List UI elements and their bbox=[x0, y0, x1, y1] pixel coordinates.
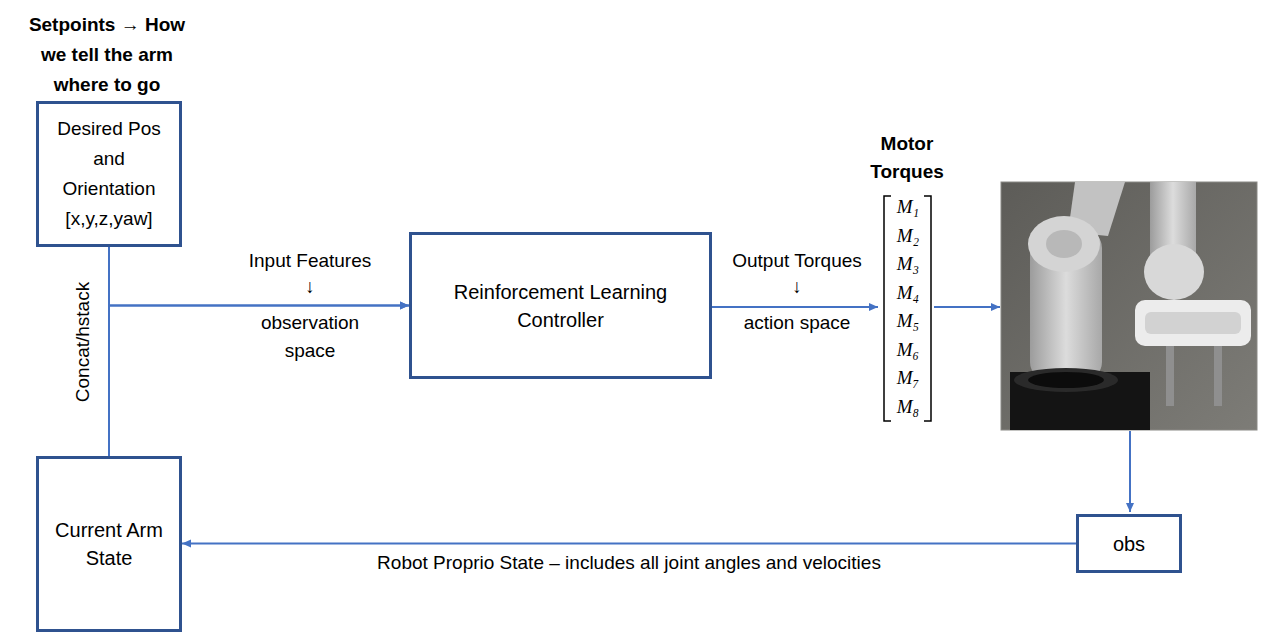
flow-connector bbox=[109, 247, 409, 306]
box-heading: Setpoints → How we tell the arm where to… bbox=[21, 10, 193, 100]
box-text: Current Arm State bbox=[47, 516, 171, 572]
flow-connector bbox=[109, 306, 409, 457]
connector-label: Robot Proprio State – includes all joint… bbox=[375, 549, 883, 577]
merge-label: Concat/hstack bbox=[69, 257, 97, 427]
box-label: obs bbox=[1113, 530, 1145, 558]
down-arrow-symbol: ↓ bbox=[782, 273, 812, 301]
torque-symbol: M₈ bbox=[890, 394, 926, 420]
flow-connector bbox=[182, 543, 1076, 545]
box-text: Desired Pos and Orientation [x,y,z,yaw] bbox=[47, 114, 171, 234]
sensor-arrow bbox=[1129, 431, 1131, 512]
box-label: Current Arm State bbox=[47, 516, 171, 572]
down-arrow-symbol: ↓ bbox=[295, 273, 325, 301]
matrix-bracket bbox=[884, 196, 891, 421]
space-label: observation space bbox=[245, 309, 375, 365]
robot-illustration bbox=[1001, 182, 1257, 430]
box-text: Reinforcement Learning Controller bbox=[420, 278, 701, 334]
controller-box: Reinforcement Learning Controller bbox=[409, 232, 712, 379]
input-label: Input Features bbox=[225, 247, 395, 275]
box-label: Reinforcement Learning Controller bbox=[420, 278, 701, 334]
torque-symbol: M₅ bbox=[890, 308, 926, 334]
torque-symbol: M₇ bbox=[890, 365, 926, 391]
output-arrow bbox=[709, 306, 878, 308]
box-text: obs bbox=[1113, 530, 1145, 558]
space-label: action space bbox=[712, 309, 882, 337]
box-label: Desired Pos and Orientation [x,y,z,yaw] bbox=[47, 114, 171, 234]
torque-arrow bbox=[934, 306, 1000, 308]
state-box: Current Arm State bbox=[36, 456, 182, 632]
setpoint-box: Desired Pos and Orientation [x,y,z,yaw]S… bbox=[36, 101, 182, 247]
output-label: Output Torques bbox=[712, 247, 882, 275]
torque-symbol: M₁ bbox=[890, 194, 926, 220]
matrix-bracket bbox=[924, 196, 931, 421]
torque-symbol: M₃ bbox=[890, 251, 926, 277]
obs-box: obs bbox=[1076, 514, 1182, 573]
torque-symbol: M₂ bbox=[890, 223, 926, 249]
vector-heading: Motor Torques bbox=[847, 130, 967, 186]
torque-symbol: M₆ bbox=[890, 337, 926, 363]
torque-symbol: M₄ bbox=[890, 280, 926, 306]
